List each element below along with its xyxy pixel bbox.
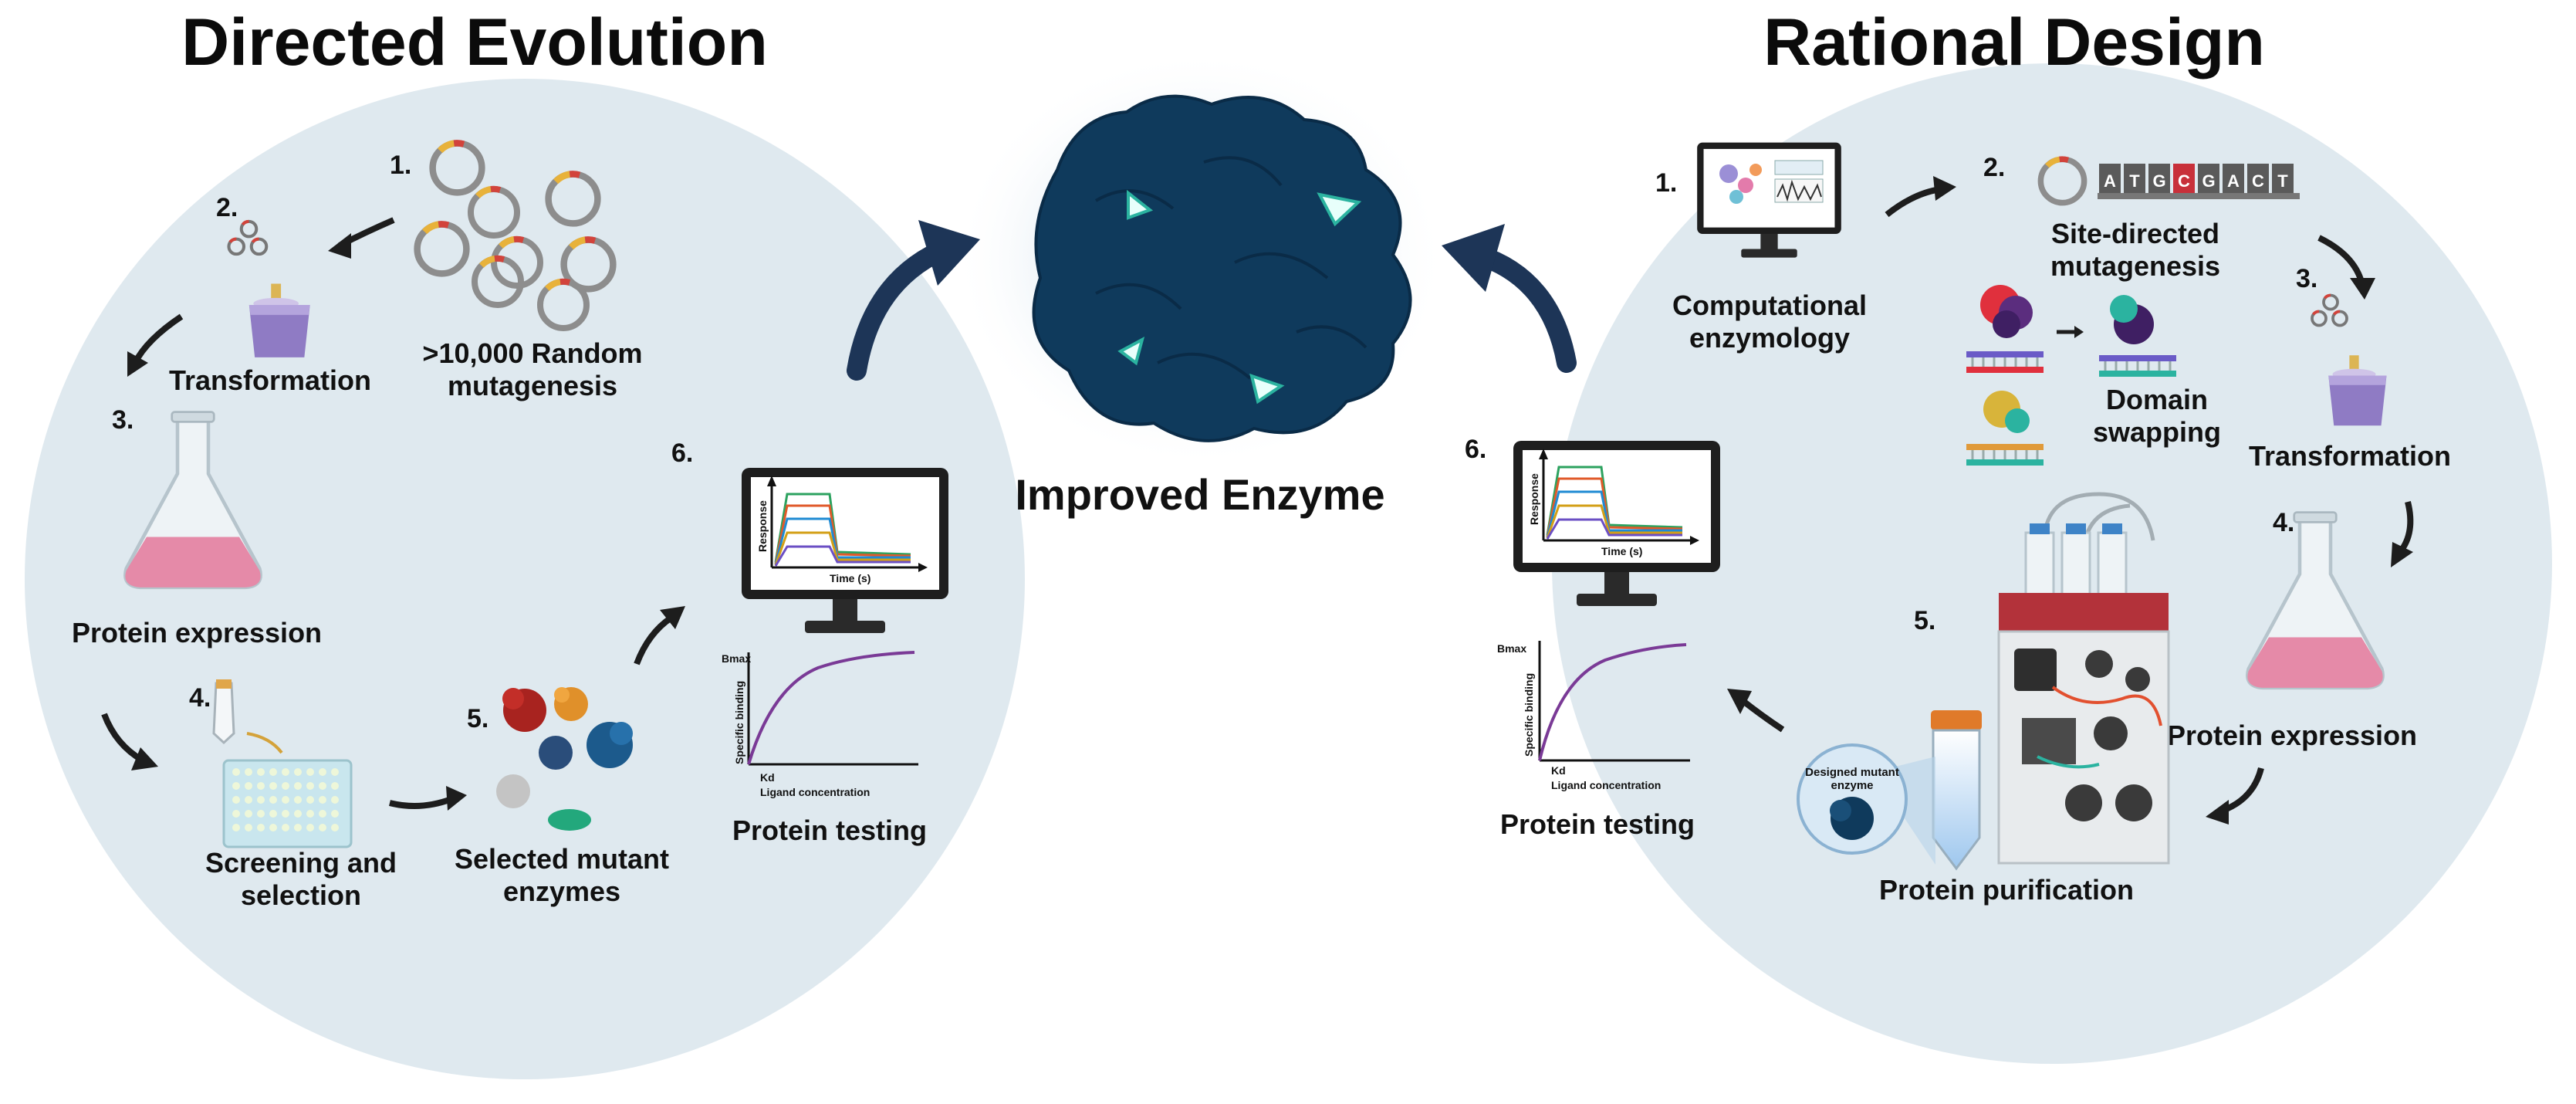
- rd-step6-label: Protein testing: [1500, 808, 1695, 840]
- de-step1-number: 1.: [390, 151, 411, 180]
- rd-step4-label: Protein expression: [2167, 720, 2417, 751]
- domain-swapping-graphic: [1966, 285, 2176, 466]
- callout-line1: Designed mutant: [1805, 766, 1899, 779]
- rd-sensorgram-ylabel: Response: [1528, 473, 1540, 525]
- improved-enzyme-label: Improved Enzyme: [1015, 470, 1384, 519]
- binding-curve-chart: Bmax Specific binding Kd Ligand concentr…: [722, 651, 918, 798]
- rd-step2-number: 2.: [1983, 153, 2005, 182]
- directed-evolution-title: Directed Evolution: [181, 5, 768, 80]
- sensorgram-xlabel: Time (s): [830, 572, 870, 584]
- rd-step3-label: Transformation: [2249, 440, 2451, 472]
- dna-base-8: T: [2277, 171, 2288, 191]
- rd-sensorgram-xlabel: Time (s): [1601, 545, 1642, 557]
- domain-swapping-line2: swapping: [2093, 416, 2221, 448]
- well-plate-icon: [222, 759, 353, 848]
- arrowhead: [127, 351, 148, 377]
- designed-mutant-callout: Designed mutant enzyme: [1797, 743, 1935, 865]
- rd-sensorgram-chart: Response Time (s): [1528, 449, 1699, 557]
- computational-screen-content: [1719, 160, 1824, 204]
- de-step5-number: 5.: [467, 704, 488, 733]
- rd-binding-curve-chart: Bmax Specific binding Kd Ligand concentr…: [1497, 641, 1690, 791]
- rational-design-title: Rational Design: [1763, 5, 2265, 80]
- arrow-4-to-5: [389, 796, 453, 809]
- arrow-rd-2-to-3: [2317, 235, 2365, 283]
- dna-base-4: C: [2178, 171, 2190, 191]
- de-step6-label: Protein testing: [732, 814, 927, 846]
- rd-step4-number: 4.: [2273, 508, 2294, 537]
- dna-sequence-graphic: A T G C G A C T: [2098, 164, 2300, 199]
- rd-step1-number: 1.: [1655, 168, 1677, 198]
- rd-binding-kd: Kd: [1551, 764, 1566, 777]
- de-step2-number: 2.: [216, 193, 238, 222]
- dna-base-7: C: [2252, 171, 2264, 191]
- rational-to-enzyme-arrow: [1468, 245, 1577, 373]
- rd-step6-number: 6.: [1465, 435, 1486, 464]
- rd-step2-label-line1: Site-directed: [2051, 218, 2219, 249]
- dna-base-6: A: [2227, 171, 2240, 191]
- mutant-enzymes-graphic: [496, 687, 633, 831]
- arrowhead: [2391, 542, 2413, 567]
- rational-arrow-head: [1442, 224, 1505, 292]
- improved-enzyme-graphic: [953, 50, 1447, 467]
- dna-base-3: G: [2152, 171, 2165, 191]
- arrowhead: [2206, 800, 2229, 825]
- sensorgram-ylabel: Response: [756, 500, 769, 552]
- de-step4-label-line1: Screening and: [205, 847, 397, 879]
- callout-line2: enzyme: [1831, 779, 1873, 792]
- de-step4-number: 4.: [189, 683, 211, 713]
- de-step3-label: Protein expression: [72, 617, 322, 649]
- binding-kd: Kd: [760, 771, 775, 784]
- falcon-tube-icon: [1931, 710, 1982, 871]
- de-step5-label-line2: enzymes: [503, 875, 620, 907]
- dna-base-5: G: [2202, 171, 2215, 191]
- rd-binding-xlabel: Ligand concentration: [1551, 779, 1661, 791]
- arrowhead: [1727, 689, 1752, 714]
- rd-step3-number: 3.: [2296, 264, 2317, 293]
- arrowhead: [1933, 176, 1956, 201]
- dna-base-1: A: [2104, 171, 2116, 191]
- pipette-icon: [212, 679, 283, 754]
- binding-xlabel: Ligand concentration: [760, 786, 870, 798]
- arrowhead: [660, 606, 685, 629]
- de-step1-label-line1: >10,000 Random: [422, 337, 642, 369]
- binding-ylabel: Specific binding: [733, 681, 745, 764]
- sensorgram-chart: Response Time (s): [756, 476, 928, 584]
- arrowhead: [446, 786, 467, 811]
- arrowhead: [2350, 278, 2375, 300]
- domain-swapping-line1: Domain: [2106, 384, 2208, 415]
- rd-step5-label: Protein purification: [1879, 874, 2134, 906]
- rd-step5-number: 5.: [1914, 606, 1935, 635]
- rd-step1-label-line2: enzymology: [1689, 322, 1850, 354]
- binding-bmax: Bmax: [722, 652, 751, 665]
- de-step2-label: Transformation: [169, 364, 371, 396]
- arrowhead: [328, 233, 351, 259]
- de-step4-label-line2: selection: [241, 879, 361, 911]
- arrowhead: [131, 747, 158, 770]
- de-step1-label-line2: mutagenesis: [448, 370, 617, 401]
- fplc-instrument-icon: [1997, 492, 2170, 865]
- rd-step2-label-line2: mutagenesis: [2050, 250, 2220, 282]
- directed-arrow-head: [918, 220, 980, 286]
- de-step5-label-line1: Selected mutant: [455, 843, 669, 875]
- de-step6-number: 6.: [671, 439, 693, 468]
- rd-step1-label-line1: Computational: [1672, 290, 1867, 321]
- dna-base-2: T: [2129, 171, 2140, 191]
- rd-binding-ylabel: Specific binding: [1523, 673, 1535, 757]
- arrow-5-to-6: [634, 615, 674, 665]
- rd-binding-bmax: Bmax: [1497, 642, 1526, 655]
- de-step3-number: 3.: [112, 405, 134, 435]
